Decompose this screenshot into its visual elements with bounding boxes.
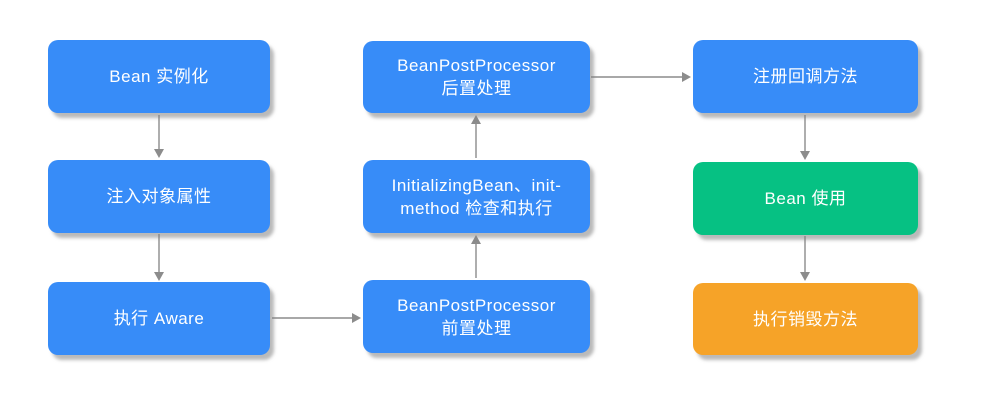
node-label: Bean 实例化: [109, 67, 209, 86]
node-inject-properties: 注入对象属性: [48, 160, 270, 233]
node-label: 注册回调方法: [753, 67, 858, 86]
node-label: Bean 使用: [764, 189, 847, 208]
node-bean-instantiate: Bean 实例化: [48, 40, 270, 113]
node-execute-destroy: 执行销毁方法: [693, 283, 918, 355]
node-bean-use: Bean 使用: [693, 162, 918, 235]
node-label-line1: BeanPostProcessor: [397, 295, 556, 315]
node-label-line1: BeanPostProcessor: [397, 56, 556, 75]
node-label-line2: 后置处理: [441, 79, 512, 98]
node-label: 执行 Aware: [113, 309, 205, 328]
node-label-line2: 前置处理: [441, 318, 512, 338]
node-label-line2: method 检查和执行: [400, 198, 553, 218]
node-postprocessor-before: BeanPostProcessor 前置处理: [363, 280, 590, 353]
node-label: 注入对象属性: [106, 187, 212, 206]
node-label: 执行销毁方法: [753, 309, 858, 329]
node-register-callback: 注册回调方法: [693, 40, 918, 113]
node-postprocessor-after: BeanPostProcessor 后置处理: [363, 41, 590, 113]
node-execute-aware: 执行 Aware: [48, 282, 270, 355]
node-label-line1: InitializingBean、init-: [391, 175, 562, 195]
node-initializingbean-initmethod: InitializingBean、init- method 检查和执行: [363, 160, 590, 233]
